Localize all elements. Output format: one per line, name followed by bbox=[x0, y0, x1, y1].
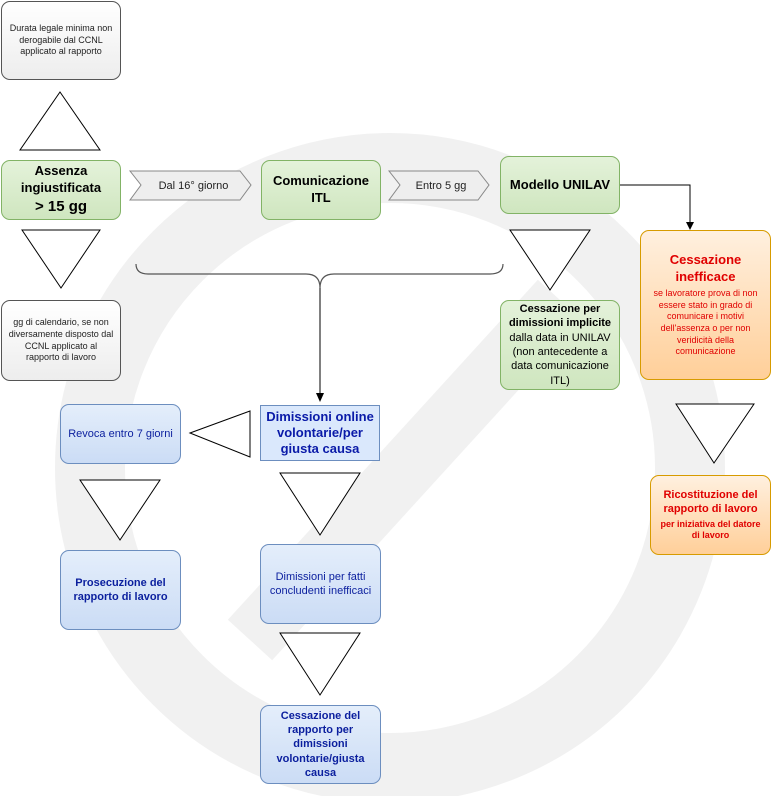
itl-node: Comunicazione ITL bbox=[261, 160, 381, 220]
conclusive-facts-node: Dimissioni per fatti concludenti ineffic… bbox=[260, 544, 381, 624]
absence-node: Assenza ingiustificata > 15 gg bbox=[1, 160, 121, 220]
revoke-node: Revoca entro 7 giorni bbox=[60, 404, 181, 464]
arrowhead-ineffective bbox=[686, 222, 694, 230]
triangle-down-ineffective bbox=[675, 403, 755, 464]
brace bbox=[135, 263, 504, 289]
chevron-from-16th-day bbox=[128, 170, 252, 201]
unilav-node: Modello UNILAV bbox=[500, 156, 620, 214]
label-from-16th-day: Dal 16° giorno bbox=[158, 179, 229, 192]
label-within-5-days: Entro 5 gg bbox=[415, 179, 467, 192]
triangle-up-left bbox=[19, 91, 101, 151]
voluntary-termination-node: Cessazione del rapporto per dimissioni v… bbox=[260, 705, 381, 784]
calendar-days-node: gg di calendario, se non diversamente di… bbox=[1, 300, 121, 381]
triangle-down-online bbox=[279, 472, 361, 536]
connector-unilav-ineffective bbox=[620, 184, 691, 224]
triangle-down-left bbox=[21, 229, 101, 289]
triangle-left-revoke bbox=[188, 410, 251, 458]
implicit-resignation-node: Cessazione per dimissioni implicite dall… bbox=[500, 300, 620, 390]
triangle-down-revoke bbox=[79, 479, 161, 541]
reconstitution-node: Ricostituzione del rapporto di lavoro pe… bbox=[650, 475, 771, 555]
legal-duration-node: Durata legale minima non derogabile dal … bbox=[1, 1, 121, 80]
continuation-node: Prosecuzione del rapporto di lavoro bbox=[60, 550, 181, 630]
arrowhead-online bbox=[316, 393, 324, 402]
ineffective-termination-node: Cessazione inefficace se lavoratore prov… bbox=[640, 230, 771, 380]
triangle-down-unilav bbox=[509, 229, 591, 291]
chevron-within-5-days bbox=[387, 170, 490, 201]
online-resignation-node: Dimissioni online volontarie/per giusta … bbox=[260, 405, 380, 461]
triangle-down-conclusive bbox=[279, 632, 361, 696]
